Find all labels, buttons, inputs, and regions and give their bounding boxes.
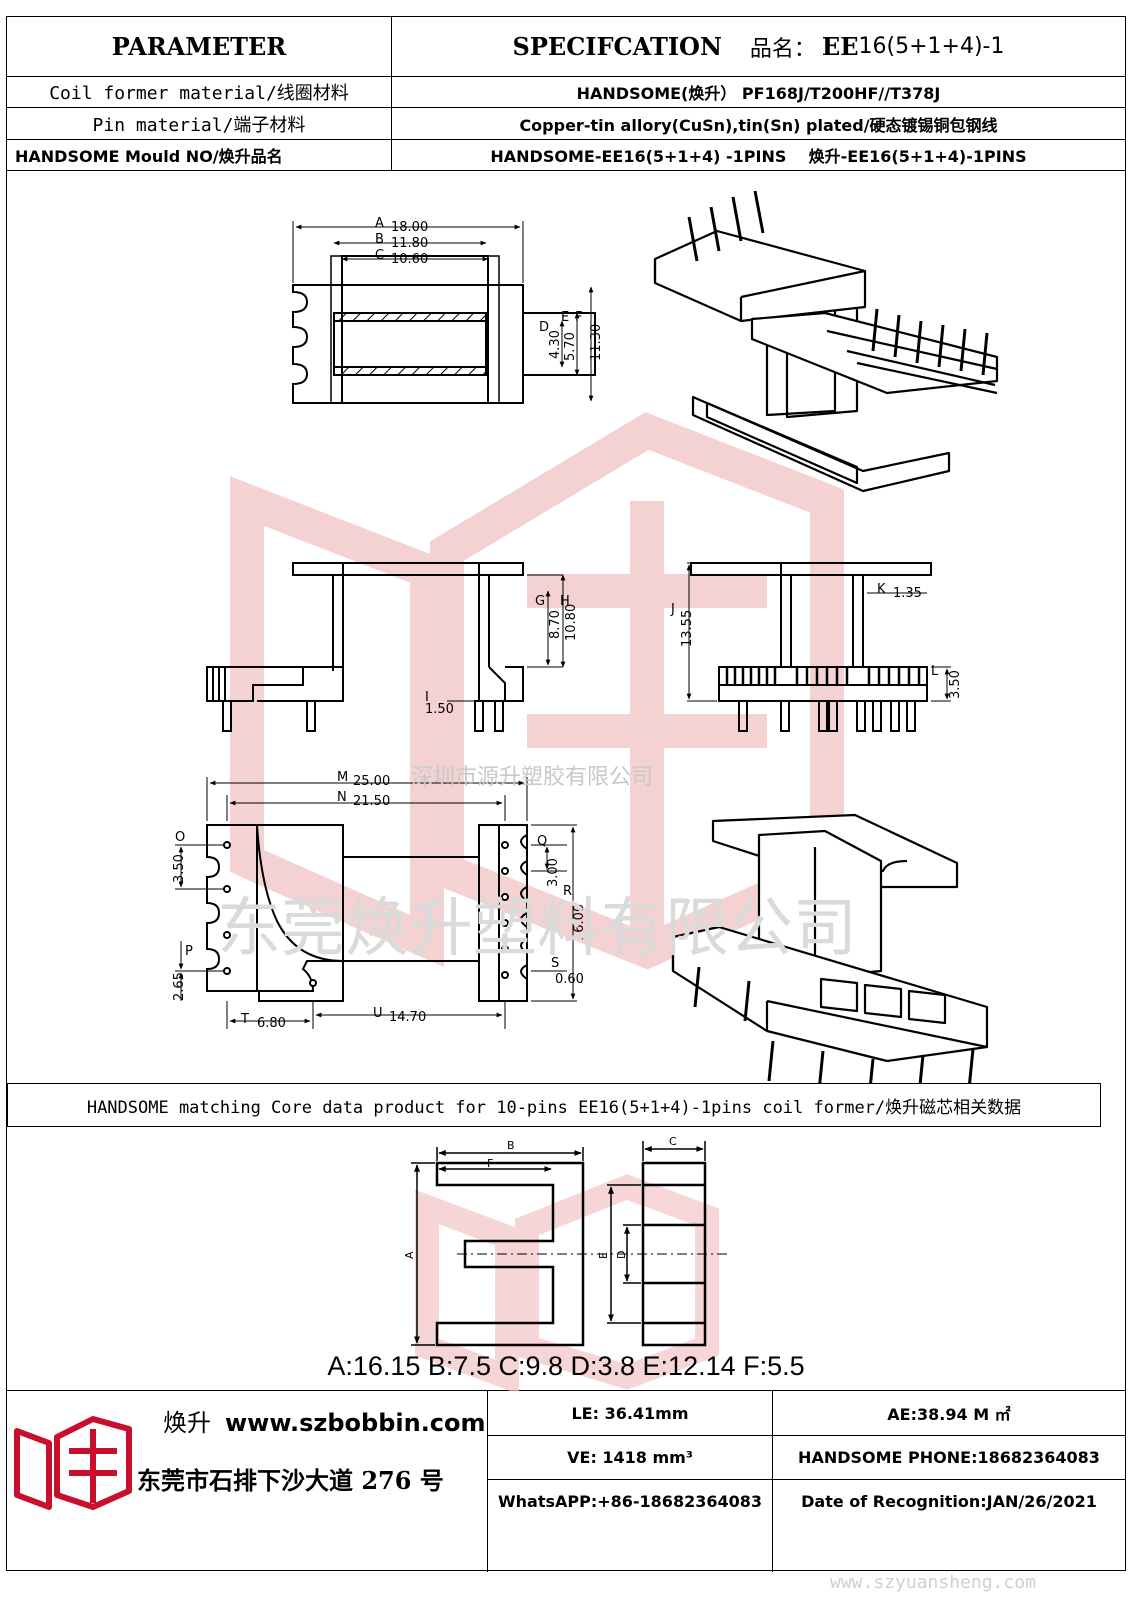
dim-bottom-u: 14.70 [389,1010,426,1025]
dim-letter: S [551,956,559,971]
core-letter-f: F [487,1157,493,1170]
dim-letter: L [931,664,939,679]
dim-bottom-q: 3.00 [546,858,561,887]
dim-bottom-m: 25.00 [353,774,390,789]
dim-letter: Q [537,834,547,849]
core-letter-d: D [615,1251,628,1259]
dim-bottom-p: 2.65 [172,972,187,1001]
parameter-heading: PARAMETER [111,32,287,61]
dim-bottom-n: 21.50 [353,794,390,809]
dim-letter: P [185,944,193,959]
footer-brand: 焕升 [163,1409,211,1437]
dim-letter: N [337,790,347,805]
watermark-url: www.szyuansheng.com [830,1572,1036,1593]
param-row-coil: Coil former material/线圈材料 HANDSOME(焕升） P… [7,77,1125,108]
dim-letter: H [560,594,570,609]
core-letter-b: B [507,1139,515,1152]
footer-whatsapp: WhatsAPP:+86-18682364083 [497,1491,762,1511]
dim-letter: D [539,320,549,335]
spec-label: SPECIFCATION [512,32,722,61]
iso-view-bottom [671,813,989,1083]
core-letter-c: C [669,1135,677,1148]
dim-letter: U [373,1006,383,1021]
dim-side-j: 13.55 [680,610,695,647]
param-label: Pin material/端子材料 [92,114,306,136]
dim-letter: R [563,884,572,899]
dim-top-f: 11.30 [589,324,604,361]
model-bold: EE [821,32,859,61]
footer-ve: VE: 1418 mm³ [567,1447,693,1467]
dim-letter: I [425,690,429,705]
param-value: HANDSOME(焕升） PF168J/T200HF//T378J [576,84,941,103]
dim-letter: O [175,830,185,845]
dim-top-d: 4.30 [548,330,563,359]
dim-bottom-t: 6.80 [257,1016,286,1031]
technical-drawings: A 18.00 B 11.80 C 10.60 D E F 4.30 5.70 … [172,190,999,1083]
dim-front-h: 10.80 [564,604,579,641]
dim-letter: B [375,232,384,247]
dim-letter: C [375,248,384,263]
footer-le: LE: 36.41mm [571,1403,689,1423]
dim-bottom-r: 16.00 [572,904,587,941]
core-caption-row: HANDSOME matching Core data product for … [7,1083,1101,1127]
footer-phone: HANDSOME PHONE:18682364083 [798,1447,1100,1467]
param-row-mould: HANDSOME Mould NO/焕升品名 HANDSOME-EE16(5+1… [7,140,1125,171]
footer-date: Date of Recognition:JAN/26/2021 [801,1491,1097,1511]
param-label: Coil former material/线圈材料 [49,83,349,104]
param-row-pin: Pin material/端子材料 Copper-tin allory(CuSn… [7,108,1125,140]
param-value: HANDSOME-EE16(5+1+4) -1PINS 焕升-EE16(5+1+… [490,147,1027,166]
dim-front-g: 8.70 [548,610,563,639]
core-caption: HANDSOME matching Core data product for … [86,1097,1022,1118]
dim-letter: G [535,594,545,609]
param-label: HANDSOME Mould NO/焕升品名 [15,147,283,166]
dim-bottom-o: 3.50 [172,854,187,883]
footer-website[interactable]: www.szbobbin.com [225,1409,486,1437]
param-value: Copper-tin allory(CuSn),tin(Sn) plated/硬… [519,115,998,135]
top-view [292,221,596,404]
core-letter-e: E [597,1252,610,1259]
dim-side-k: 1.35 [893,586,922,601]
dim-top-b: 11.80 [391,236,428,251]
dim-top-a: 18.00 [391,220,428,235]
dim-letter: F [575,310,582,325]
drawing-area: A 18.00 B 11.80 C 10.60 D E F 4.30 5.70 … [7,171,1125,1083]
footer-brand-line: 焕升 www.szbobbin.com [163,1403,486,1438]
model-rest: 16(5+1+4)-1 [858,34,1005,59]
core-values: A:16.15 B:7.5 C:9.8 D:3.8 E:12.14 F:5.5 [327,1351,805,1381]
company-logo [14,1416,132,1510]
side-view [686,562,951,732]
dim-top-c: 10.60 [391,252,428,267]
dim-letter: K [877,582,886,597]
front-view [206,562,566,732]
dim-letter: J [670,602,675,617]
dim-side-l: 3.50 [948,670,963,699]
core-letter-a: A [403,1251,416,1259]
dim-letter: T [240,1012,249,1027]
dim-bottom-s: 0.60 [555,972,584,987]
name-label: 品名： [749,36,816,62]
bottom-view [175,777,577,1029]
dim-letter: E [561,310,569,325]
iso-view-top [653,190,999,493]
dim-letter: A [375,216,384,231]
footer-address: 东莞市石排下沙大道 276 号 [137,1466,444,1495]
footer-ae: AE:38.94 M ㎡ [887,1405,1011,1424]
dim-top-e: 5.70 [563,332,578,361]
core-drawing: B F A E D C [403,1135,727,1391]
core-section: B F A E D C A:16.15 B:7.5 C:9.8 D:3.8 E:… [7,1127,1125,1391]
logo-watermark [230,412,844,970]
footer: 焕升 www.szbobbin.com 东莞市石排下沙大道 276 号 LE: … [7,1391,1125,1572]
dim-front-i: 1.50 [425,702,454,717]
dim-letter: M [337,770,348,785]
